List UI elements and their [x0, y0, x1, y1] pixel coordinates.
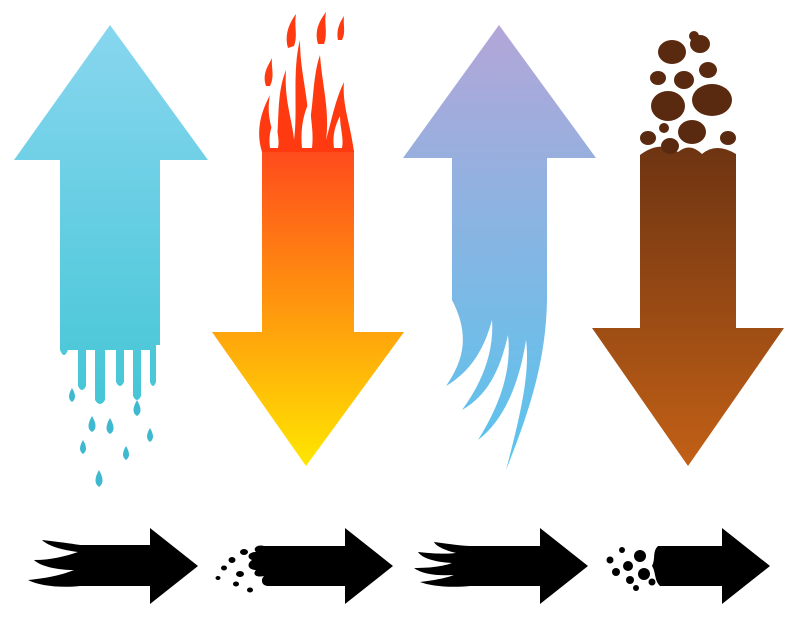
water-droplet — [95, 470, 103, 487]
small-rock — [648, 578, 656, 586]
rock — [650, 71, 666, 85]
small-arrow-shape — [28, 528, 198, 604]
small-earth-arrow — [606, 528, 770, 604]
small-arrow-shape — [652, 528, 770, 604]
flame — [316, 12, 326, 44]
small-water-arrow — [215, 528, 393, 604]
small-rock — [633, 585, 639, 591]
water-droplet — [133, 400, 141, 416]
flame-cutout — [269, 118, 279, 148]
water-droplets — [69, 388, 153, 487]
flame-cutout — [333, 116, 343, 148]
small-air-arrow — [28, 528, 198, 604]
earth-rocks — [640, 31, 736, 154]
small-arrow-shape — [248, 528, 393, 604]
small-rock — [623, 561, 633, 571]
small-arrow-shape — [414, 528, 588, 604]
water-droplet — [88, 416, 96, 432]
water-droplet — [69, 388, 75, 402]
flame — [259, 40, 354, 152]
small-drop — [215, 576, 221, 580]
flame-cutout — [301, 100, 313, 148]
small-rock — [612, 568, 620, 576]
flame — [264, 58, 273, 86]
rock — [692, 84, 732, 116]
water-arrow-body — [14, 25, 208, 404]
air-up-arrow — [403, 25, 596, 470]
water-droplet — [80, 440, 86, 454]
water-droplet — [147, 428, 153, 442]
small-fire-arrow — [414, 528, 588, 604]
small-rock — [638, 568, 650, 580]
small-arrows-row — [28, 528, 770, 604]
small-drop — [233, 581, 239, 587]
small-rock — [626, 576, 634, 584]
small-rock — [606, 556, 614, 564]
small-drop — [221, 565, 227, 571]
flame — [286, 14, 296, 48]
water-droplet — [106, 418, 114, 434]
water-droplet — [123, 446, 129, 460]
fire-arrow-body — [212, 150, 404, 466]
rock — [651, 91, 685, 121]
rock — [659, 123, 669, 133]
flame — [337, 16, 345, 40]
rock — [699, 62, 717, 78]
fire-flames — [259, 12, 354, 152]
earth-arrow-body — [592, 146, 784, 466]
small-drop — [247, 587, 253, 593]
small-rock — [619, 547, 625, 553]
small-drop — [236, 571, 244, 577]
rock — [658, 40, 686, 64]
rock — [640, 131, 656, 145]
rock — [720, 131, 736, 145]
small-drop — [228, 557, 236, 563]
rock — [678, 120, 706, 144]
rock — [661, 138, 679, 154]
earth-down-arrow — [592, 31, 784, 466]
rock — [689, 31, 699, 41]
rock — [674, 71, 694, 89]
air-arrow-body — [403, 25, 596, 470]
water-up-arrow — [14, 25, 208, 487]
fire-flame-cutouts — [269, 100, 343, 148]
fire-down-arrow — [212, 12, 404, 466]
small-rock — [634, 550, 646, 562]
small-drop — [240, 549, 248, 555]
